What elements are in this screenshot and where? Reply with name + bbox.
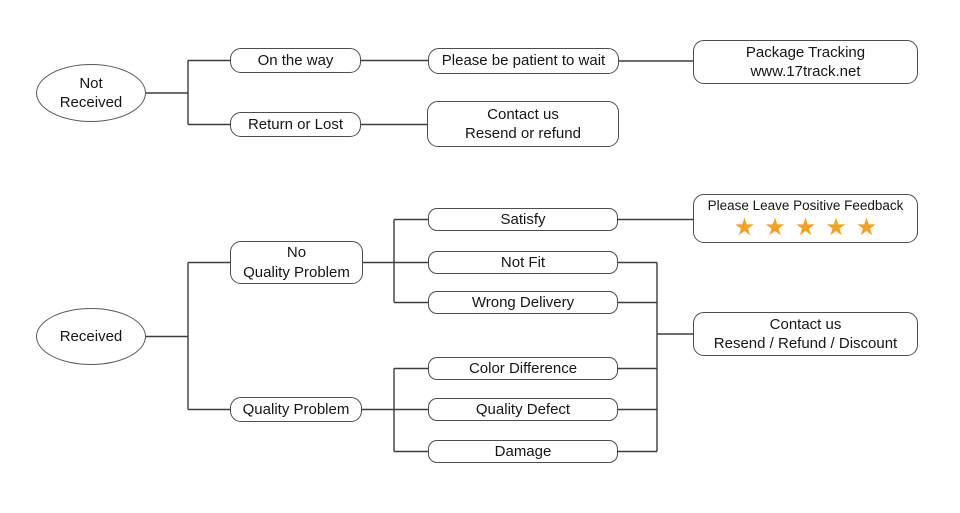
node-label: Quality Problem <box>243 263 350 281</box>
node-quality-problem: Quality Problem <box>230 397 362 422</box>
node-contact-us-resend-refund-discount: Contact us Resend / Refund / Discount <box>693 312 918 356</box>
node-label: Damage <box>494 442 552 460</box>
node-label: On the way <box>257 51 334 69</box>
node-damage: Damage <box>428 440 618 463</box>
node-label: Please be patient to wait <box>441 52 606 70</box>
node-label: Wrong Delivery <box>471 293 575 311</box>
node-contact-us-resend-refund: Contact us Resend or refund <box>427 101 619 147</box>
node-label: Quality Defect <box>475 400 571 418</box>
node-label: Resend or refund <box>465 125 581 142</box>
node-label: Color Difference <box>468 359 578 377</box>
node-label: Package Tracking <box>745 43 866 61</box>
star-icon: ★ <box>764 213 786 241</box>
node-label: www.17track.net <box>750 63 861 80</box>
node-label: Received <box>59 327 123 345</box>
node-label: Satisfy <box>500 210 546 228</box>
star-icon: ★ <box>855 213 878 241</box>
node-no-quality-problem: No Quality Problem <box>230 241 363 284</box>
node-not-received: Not Received <box>36 64 146 122</box>
node-label: Return or Lost <box>247 115 344 133</box>
node-please-be-patient: Please be patient to wait <box>428 48 619 74</box>
node-positive-feedback: Please Leave Positive Feedback ★ ★ ★ ★ ★ <box>693 194 918 243</box>
node-package-tracking: Package Tracking www.17track.net <box>693 40 918 84</box>
star-icon: ★ <box>825 213 847 241</box>
node-label: Resend / Refund / Discount <box>713 335 898 352</box>
node-label: Not Fit <box>500 253 546 271</box>
node-not-fit: Not Fit <box>428 251 618 274</box>
node-label: Quality Problem <box>242 400 350 418</box>
node-color-difference: Color Difference <box>428 357 618 380</box>
node-wrong-delivery: Wrong Delivery <box>428 291 618 314</box>
star-rating: ★ ★ ★ ★ ★ <box>733 213 878 241</box>
star-icon: ★ <box>733 213 756 241</box>
node-label: Received <box>59 94 123 111</box>
node-label: Contact us <box>769 315 842 333</box>
node-return-or-lost: Return or Lost <box>230 112 361 137</box>
node-label: No <box>286 244 307 261</box>
node-label: Please Leave Positive Feedback <box>707 198 904 214</box>
star-icon: ★ <box>794 213 817 241</box>
node-quality-defect: Quality Defect <box>428 398 618 421</box>
node-satisfy: Satisfy <box>428 208 618 231</box>
node-label: Not <box>79 74 103 92</box>
node-on-the-way: On the way <box>230 48 361 73</box>
node-received: Received <box>36 308 146 365</box>
node-label: Contact us <box>487 105 559 123</box>
